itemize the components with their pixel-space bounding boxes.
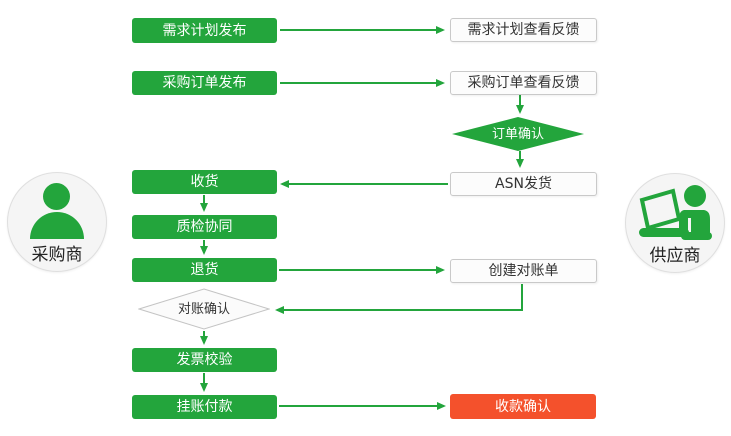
person-icon — [29, 183, 85, 239]
node-statement-confirm: 对账确认 — [138, 288, 270, 330]
node-demand-plan-publish: 需求计划发布 — [132, 18, 277, 43]
actor-buyer-label: 采购商 — [31, 245, 83, 265]
arrow-statement-to-confirm — [275, 284, 523, 314]
node-po-feedback: 采购订单查看反馈 — [450, 71, 597, 95]
node-statement-confirm-label: 对账确认 — [177, 301, 230, 317]
node-receipt-confirm: 收款确认 — [450, 394, 596, 419]
diamond-shape — [452, 117, 584, 151]
node-payment-on-account: 挂账付款 — [132, 395, 277, 419]
actor-supplier-label: 供应商 — [649, 246, 701, 266]
node-create-statement: 创建对账单 — [450, 259, 597, 283]
diamond-shape — [138, 288, 270, 330]
node-po-publish: 采购订单发布 — [132, 71, 277, 95]
person-laptop-icon — [639, 185, 712, 240]
node-return-goods: 退货 — [132, 258, 277, 282]
actor-supplier: 供应商 — [625, 173, 725, 273]
actor-buyer: 采购商 — [7, 172, 107, 272]
node-receive-goods: 收货 — [132, 170, 277, 194]
node-order-confirm-label: 订单确认 — [491, 126, 544, 142]
node-asn-ship: ASN发货 — [450, 172, 597, 196]
node-demand-plan-feedback: 需求计划查看反馈 — [450, 18, 597, 42]
node-order-confirm: 订单确认 — [452, 117, 584, 151]
node-invoice-verify: 发票校验 — [132, 348, 277, 372]
node-quality-check: 质检协同 — [132, 215, 277, 239]
